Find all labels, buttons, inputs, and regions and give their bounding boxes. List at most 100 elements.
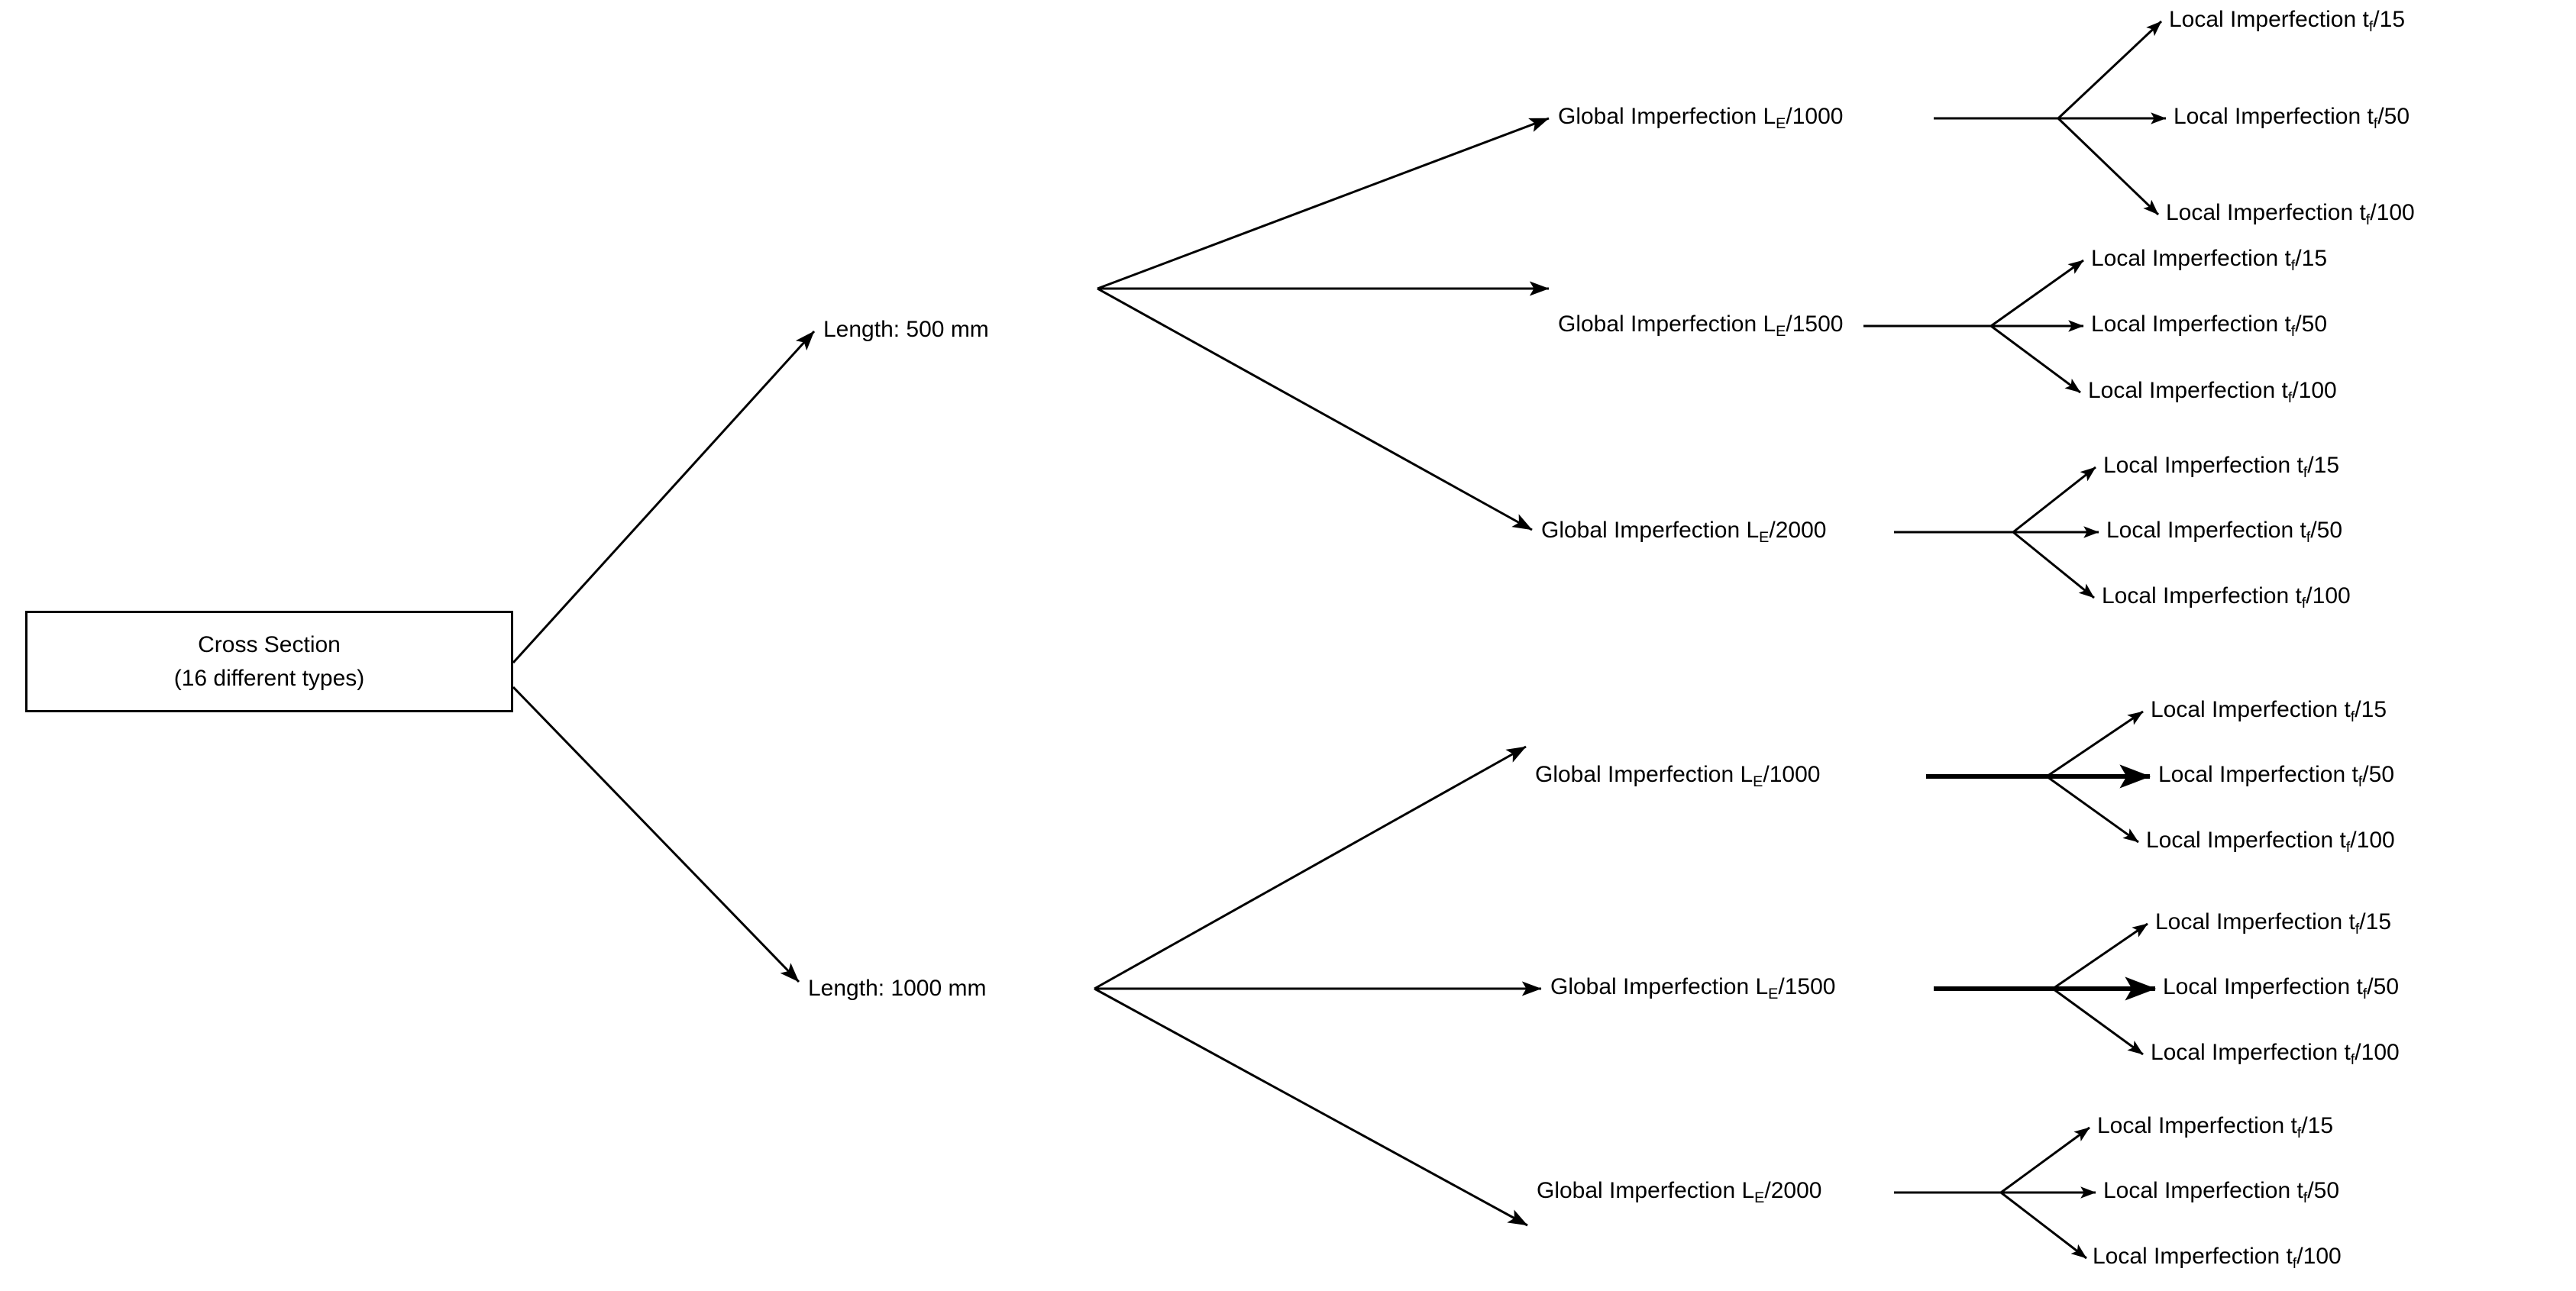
global-1-sub: E [1776, 115, 1786, 132]
edge-group4-leaf-3 [2046, 775, 2139, 844]
local-13-prefix: Local Imperfection t [2155, 909, 2355, 935]
local-6-prefix: Local Imperfection t [2088, 378, 2288, 404]
global-2-sub: E [1776, 322, 1786, 340]
local-17-sub: f [2303, 1189, 2308, 1206]
local-9-sub: f [2301, 594, 2306, 612]
node-length-1000[interactable]: Length: 1000 mm [808, 976, 986, 1002]
local-17-prefix: Local Imperfection t [2103, 1178, 2303, 1204]
edge-length1000-to-global-2000 [1094, 987, 1528, 1227]
local-18-sub: f [2292, 1254, 2297, 1272]
node-local-imperfection-16[interactable]: Local Imperfection tf/15 [2097, 1113, 2333, 1142]
local-11-suffix: /50 [2362, 762, 2395, 788]
edge-group3-leaf-3 [2012, 531, 2095, 599]
edge-group5-leaf-3 [2052, 987, 2144, 1056]
local-10-suffix: /15 [2355, 697, 2387, 723]
node-local-imperfection-12[interactable]: Local Imperfection tf/100 [2146, 828, 2395, 857]
node-local-imperfection-8[interactable]: Local Imperfection tf/50 [2106, 518, 2342, 547]
local-4-prefix: Local Imperfection t [2091, 246, 2291, 272]
node-local-imperfection-7[interactable]: Local Imperfection tf/15 [2103, 453, 2339, 482]
global-3-sub: E [1759, 528, 1770, 546]
global-5-suffix: /1500 [1778, 974, 1836, 1000]
node-local-imperfection-18[interactable]: Local Imperfection tf/100 [2093, 1244, 2342, 1273]
node-length-1000-label: Length: 1000 mm [808, 976, 987, 1001]
local-4-sub: f [2290, 257, 2296, 274]
local-3-prefix: Local Imperfection t [2166, 200, 2366, 226]
local-7-prefix: Local Imperfection t [2103, 453, 2303, 479]
node-local-imperfection-4[interactable]: Local Imperfection tf/15 [2091, 246, 2327, 275]
local-17-suffix: /50 [2307, 1178, 2340, 1204]
global-6-suffix: /2000 [1764, 1178, 1822, 1204]
node-local-imperfection-5[interactable]: Local Imperfection tf/50 [2091, 311, 2327, 341]
root-node-cross-section[interactable]: Cross Section (16 different types) [25, 611, 513, 712]
root-node-subtitle: (16 different types) [173, 665, 365, 691]
local-14-prefix: Local Imperfection t [2163, 974, 2363, 1000]
local-2-suffix: /50 [2377, 104, 2410, 130]
local-14-sub: f [2362, 985, 2368, 1002]
node-local-imperfection-6[interactable]: Local Imperfection tf/100 [2088, 378, 2337, 407]
local-18-suffix: /100 [2296, 1244, 2342, 1270]
node-global-imperfection-5[interactable]: Global Imperfection LE/1500 [1550, 974, 1835, 1003]
global-2-prefix: Global Imperfection L [1558, 311, 1776, 337]
global-5-sub: E [1768, 985, 1779, 1002]
local-7-suffix: /15 [2307, 453, 2340, 479]
local-15-sub: f [2350, 1051, 2355, 1068]
node-local-imperfection-1[interactable]: Local Imperfection tf/15 [2169, 7, 2405, 36]
node-global-imperfection-2[interactable]: Global Imperfection LE/1500 [1558, 311, 1843, 341]
local-2-prefix: Local Imperfection t [2174, 104, 2374, 130]
local-9-prefix: Local Imperfection t [2102, 583, 2302, 609]
local-12-prefix: Local Imperfection t [2146, 828, 2346, 854]
node-local-imperfection-3[interactable]: Local Imperfection tf/100 [2166, 200, 2415, 229]
node-local-imperfection-10[interactable]: Local Imperfection tf/15 [2151, 697, 2387, 726]
local-1-prefix: Local Imperfection t [2169, 7, 2369, 33]
edge-root-to-length-1000 [512, 686, 800, 983]
local-6-sub: f [2287, 389, 2293, 406]
local-5-prefix: Local Imperfection t [2091, 311, 2291, 337]
local-3-suffix: /100 [2370, 200, 2415, 226]
local-1-suffix: /15 [2373, 7, 2406, 33]
node-local-imperfection-14[interactable]: Local Imperfection tf/50 [2163, 974, 2399, 1003]
node-global-imperfection-1[interactable]: Global Imperfection LE/1000 [1558, 104, 1843, 133]
local-16-sub: f [2296, 1124, 2302, 1141]
global-4-sub: E [1753, 773, 1763, 790]
global-1-suffix: /1000 [1786, 104, 1844, 130]
local-7-sub: f [2303, 463, 2308, 481]
node-global-imperfection-6[interactable]: Global Imperfection LE/2000 [1537, 1178, 1821, 1207]
local-5-suffix: /50 [2295, 311, 2328, 337]
local-16-prefix: Local Imperfection t [2097, 1113, 2297, 1139]
global-6-prefix: Global Imperfection L [1537, 1178, 1755, 1204]
local-12-sub: f [2345, 838, 2351, 856]
local-8-prefix: Local Imperfection t [2106, 518, 2306, 544]
node-local-imperfection-2[interactable]: Local Imperfection tf/50 [2174, 104, 2410, 133]
global-3-suffix: /2000 [1769, 518, 1827, 544]
edge-group6-leaf-1 [2000, 1126, 2090, 1194]
local-18-prefix: Local Imperfection t [2093, 1244, 2293, 1270]
root-node-title: Cross Section [198, 632, 341, 657]
edge-group2-leaf-1 [1990, 259, 2084, 328]
local-15-prefix: Local Imperfection t [2151, 1040, 2351, 1066]
node-local-imperfection-9[interactable]: Local Imperfection tf/100 [2102, 583, 2351, 612]
edge-length1000-to-global-1000 [1094, 745, 1527, 990]
edge-group4-leaf-1 [2046, 710, 2144, 778]
edge-length500-to-global-1000 [1097, 117, 1550, 290]
node-local-imperfection-11[interactable]: Local Imperfection tf/50 [2158, 762, 2394, 791]
global-2-suffix: /1500 [1786, 311, 1844, 337]
edge-group6-leaf-3 [2000, 1191, 2087, 1260]
node-local-imperfection-15[interactable]: Local Imperfection tf/100 [2151, 1040, 2400, 1069]
local-10-prefix: Local Imperfection t [2151, 697, 2351, 723]
global-4-prefix: Global Imperfection L [1535, 762, 1753, 788]
node-global-imperfection-4[interactable]: Global Imperfection LE/1000 [1535, 762, 1820, 791]
local-1-sub: f [2368, 18, 2374, 35]
node-local-imperfection-13[interactable]: Local Imperfection tf/15 [2155, 909, 2391, 938]
node-length-500[interactable]: Length: 500 mm [823, 317, 989, 343]
global-3-prefix: Global Imperfection L [1541, 518, 1760, 544]
local-12-suffix: /100 [2350, 828, 2395, 854]
local-11-sub: f [2358, 773, 2363, 790]
local-11-prefix: Local Imperfection t [2158, 762, 2358, 788]
local-15-suffix: /100 [2355, 1040, 2400, 1066]
global-5-prefix: Global Imperfection L [1550, 974, 1769, 1000]
edge-group1-leaf-3 [2057, 117, 2160, 216]
node-global-imperfection-3[interactable]: Global Imperfection LE/2000 [1541, 518, 1826, 547]
local-4-suffix: /15 [2295, 246, 2328, 272]
node-local-imperfection-17[interactable]: Local Imperfection tf/50 [2103, 1178, 2339, 1207]
